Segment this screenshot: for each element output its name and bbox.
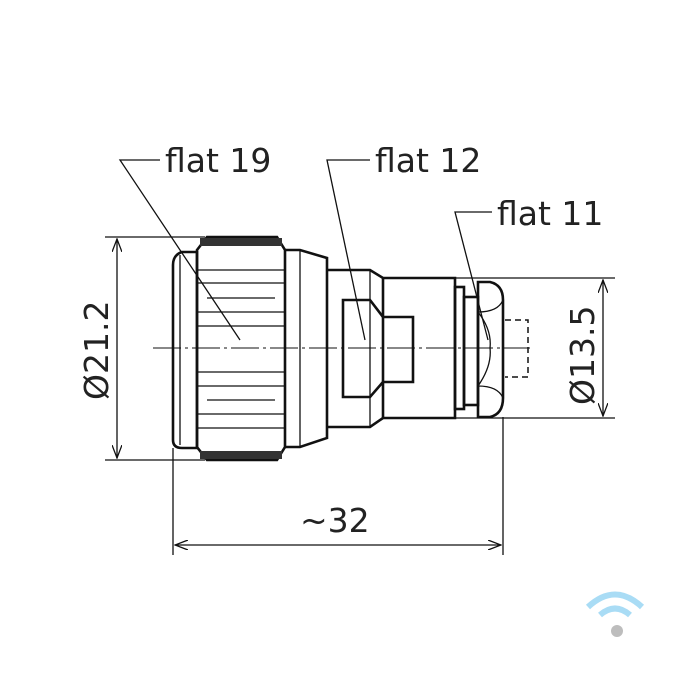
wifi-icon — [585, 591, 645, 637]
leader-flat-19: flat 19 — [118, 141, 271, 341]
dimension-diameter-large: Ø21.2 — [77, 236, 205, 461]
leader-flat-11: flat 11 — [454, 194, 603, 341]
label-flat-11: flat 11 — [497, 194, 603, 233]
dimension-label-large: Ø21.2 — [77, 301, 116, 400]
dimension-label-small: Ø13.5 — [563, 306, 602, 405]
leader-flat-12: flat 12 — [326, 141, 481, 341]
dimension-diameter-small: Ø13.5 — [455, 277, 615, 419]
coupling-nut — [171, 235, 329, 462]
label-flat-12: flat 12 — [375, 141, 481, 180]
label-flat-19: flat 19 — [165, 141, 271, 180]
dimension-length: ~32 — [172, 417, 504, 555]
dimension-label-length: ~32 — [300, 501, 370, 540]
rear-nut — [453, 280, 529, 419]
